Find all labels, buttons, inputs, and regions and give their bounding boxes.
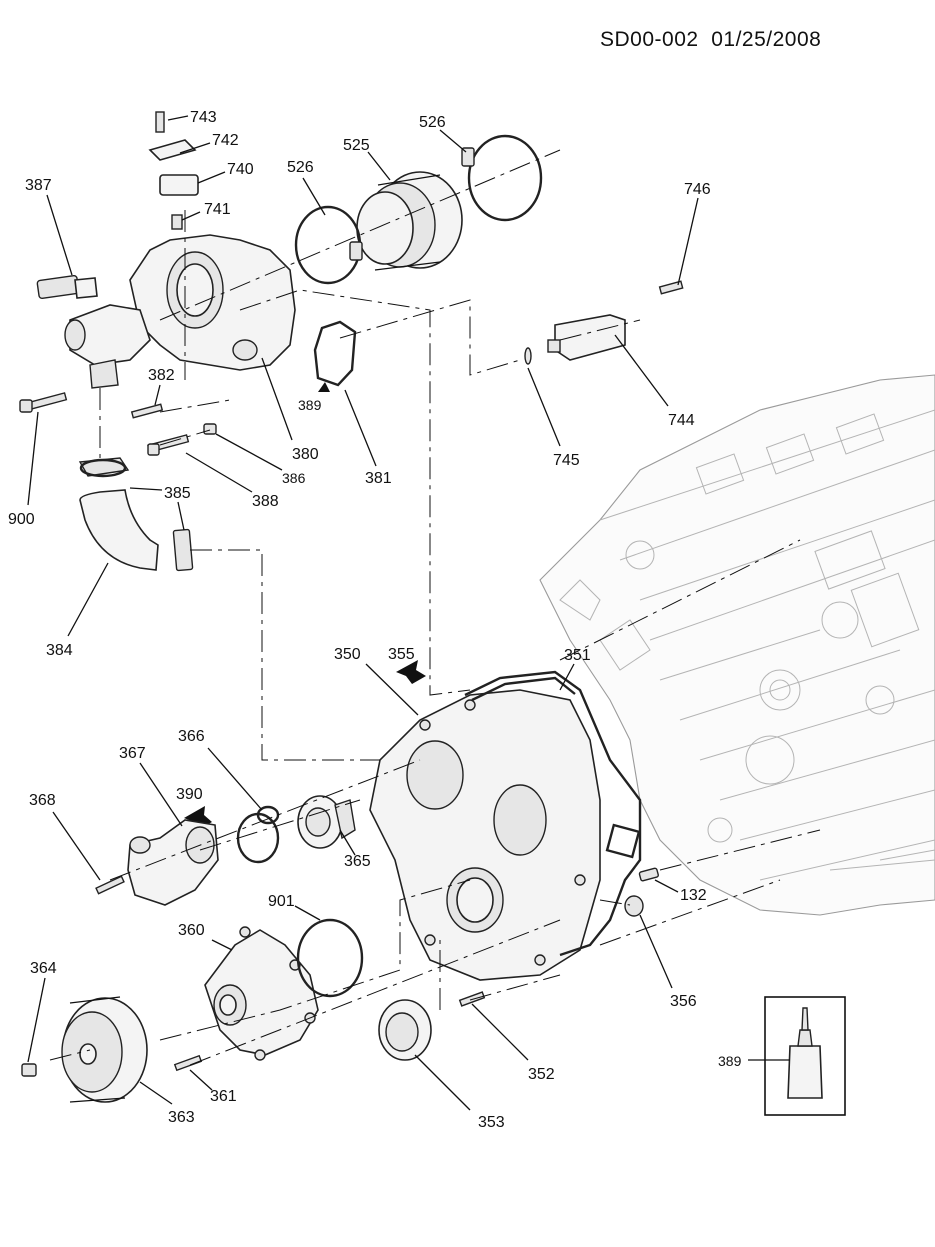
document-header: SD00-002 01/25/2008	[600, 28, 821, 52]
callout-901: 901	[268, 893, 295, 910]
front-cover-350	[369, 689, 601, 981]
callout-388: 388	[252, 493, 279, 510]
intake-duct-525	[356, 171, 463, 271]
callout-366: 366	[178, 728, 205, 745]
thermostat-365	[297, 795, 356, 849]
callout-350: 350	[334, 646, 361, 663]
callout-900: 900	[8, 511, 35, 528]
thermostat-housing-367	[127, 819, 219, 906]
callout-741: 741	[204, 201, 231, 218]
callout-742: 742	[212, 132, 239, 149]
callout-384: 384	[46, 642, 73, 659]
adhesive-box-389	[764, 996, 846, 1116]
callout-381: 381	[365, 470, 392, 487]
bolts-lower	[21, 867, 659, 1077]
callout-745: 745	[553, 452, 580, 469]
callout-526-left: 526	[287, 159, 314, 176]
callout-389-upper: 389	[298, 397, 322, 413]
o-ring-901	[296, 918, 364, 998]
small-hardware	[19, 280, 684, 456]
callout-353: 353	[478, 1114, 505, 1131]
arrow-355	[396, 660, 426, 684]
sensor-stack	[148, 111, 199, 230]
callout-363: 363	[168, 1109, 195, 1126]
callout-387: 387	[25, 177, 52, 194]
callout-526-right: 526	[419, 114, 446, 131]
callout-351: 351	[564, 647, 591, 664]
engine-block	[539, 374, 935, 916]
water-pump-360	[204, 926, 319, 1061]
callout-355: 355	[388, 646, 415, 663]
callout-743: 743	[190, 109, 217, 126]
callout-labels: 743 742 740 741 387 526 525 526 746 382 …	[8, 109, 742, 1131]
clamp-526-right	[461, 134, 543, 222]
callout-364: 364	[30, 960, 57, 977]
callout-352: 352	[528, 1066, 555, 1083]
callout-132: 132	[680, 887, 707, 904]
callout-360: 360	[178, 922, 205, 939]
clamp-526-left	[294, 205, 363, 285]
doc-id: SD00-002	[600, 28, 699, 51]
callout-746: 746	[684, 181, 711, 198]
callout-744: 744	[668, 412, 695, 429]
callout-390: 390	[176, 786, 203, 803]
hose-384-and-clamps-385	[78, 457, 194, 572]
callout-740: 740	[227, 161, 254, 178]
callout-525: 525	[343, 137, 370, 154]
doc-date: 01/25/2008	[711, 28, 822, 51]
alignment-lines	[49, 149, 821, 1066]
callout-368: 368	[29, 792, 56, 809]
front-seal-353	[378, 999, 432, 1061]
front-cover-gasket-351	[464, 670, 642, 957]
callout-365: 365	[344, 853, 371, 870]
callout-367: 367	[119, 745, 146, 762]
callout-386: 386	[282, 470, 306, 486]
throttle-body-assembly-380	[36, 234, 296, 389]
callout-382: 382	[148, 367, 175, 384]
callout-361: 361	[210, 1088, 237, 1105]
callout-380: 380	[292, 446, 319, 463]
pulley-363	[61, 996, 148, 1103]
callout-385: 385	[164, 485, 191, 502]
gasket-381	[313, 320, 357, 392]
callout-356: 356	[670, 993, 697, 1010]
callout-389-box: 389	[718, 1053, 742, 1069]
leader-lines	[27, 115, 790, 1111]
seal-366	[236, 805, 280, 864]
